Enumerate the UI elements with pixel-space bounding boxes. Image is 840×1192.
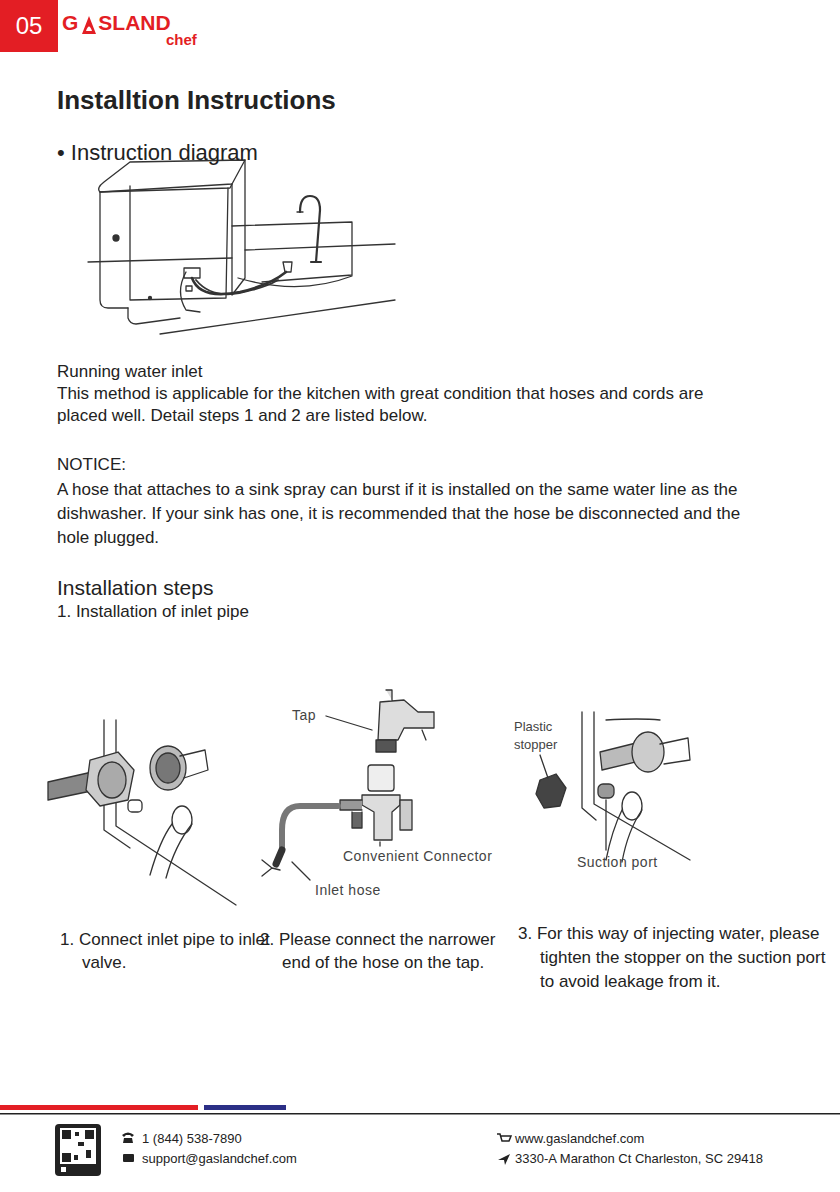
step-text: 2. Please connect the narrower end of th… (260, 928, 497, 974)
inlet-valve (184, 268, 200, 278)
counter-back-edge (88, 244, 395, 262)
panel-edge (116, 720, 236, 905)
port (186, 286, 192, 291)
faucet (300, 196, 321, 262)
page-number: 05 (16, 12, 43, 40)
paragraph: A hose that attaches to a sink spray can… (57, 478, 777, 550)
qr-frame (55, 1124, 101, 1176)
inlet-valve (150, 746, 186, 790)
connector-outlet (340, 800, 362, 810)
part-label: Tap (292, 707, 316, 723)
logo-text: SLAND (98, 11, 170, 35)
logo-text: G (62, 11, 78, 35)
dishwasher-front (100, 192, 128, 308)
leader-line (379, 842, 380, 846)
tap-spout (422, 730, 426, 740)
drain-outlet (172, 806, 192, 834)
step-text: 3. For this way of injecting water, plea… (518, 922, 840, 994)
contact-phone: 1 (844) 538-7890 (142, 1131, 242, 1146)
cart-icon (497, 1134, 511, 1141)
convenient-connector (362, 795, 400, 840)
footer-rule (0, 1113, 840, 1115)
drain-hose (196, 280, 278, 294)
dishwasher-edge (100, 184, 232, 192)
page-number-badge: 05 (0, 0, 58, 52)
suction-port (128, 800, 142, 812)
plastic-stopper (536, 774, 566, 808)
logo-flame (82, 16, 96, 34)
phone-icon (122, 1133, 134, 1144)
subheading: 1. Installation of inlet pipe (57, 602, 249, 622)
contact-email: support@gaslandchef.com (142, 1151, 297, 1166)
inlet-hose (192, 272, 286, 294)
hose-nut (262, 860, 280, 876)
footer-blue-bar (204, 1105, 286, 1110)
inlet-valve-core (156, 753, 180, 783)
qr-pattern (62, 1130, 94, 1162)
suction-port (598, 784, 614, 798)
part-label: Suction port (577, 854, 658, 870)
inlet-hose (282, 806, 338, 850)
connector-clip (400, 800, 412, 830)
pipe-nut-face (98, 762, 126, 798)
notice-heading: NOTICE: (57, 455, 126, 475)
panel-top (606, 719, 660, 720)
faucet-spout (297, 211, 303, 212)
drain-hose (150, 824, 192, 878)
step-text: 1. Connect inlet pipe to inlet valve. (60, 928, 272, 974)
leader-line (540, 755, 548, 778)
leader-line (326, 716, 372, 730)
mail-icon (123, 1154, 134, 1162)
logo-subtext: chef (166, 31, 197, 48)
pipe-nut (632, 732, 664, 772)
subheading: Running water inlet (57, 362, 203, 382)
connector-valve (352, 812, 362, 828)
sink (232, 222, 352, 282)
leader-line (605, 800, 606, 850)
page-title: Installtion Instructions (57, 85, 336, 116)
part-label: Plastic stopper (514, 718, 578, 754)
part-label: Convenient Connector (343, 848, 492, 864)
dishwasher-door (130, 186, 228, 300)
connector-top (368, 765, 394, 791)
power-cord (181, 272, 201, 312)
tap-valve (283, 262, 292, 272)
sink-bowl (238, 276, 352, 287)
counter-front-edge (160, 300, 395, 334)
dishwasher-side (232, 160, 245, 295)
valve-stub (180, 750, 208, 778)
valve-stub (660, 738, 690, 764)
section-heading: • Instruction diagram (57, 140, 258, 166)
part-label: Inlet hose (315, 882, 381, 898)
pipe-nut (86, 752, 134, 806)
section-heading: Installation steps (57, 576, 213, 600)
contact-website: www.gaslandchef.com (515, 1131, 644, 1146)
qr-code (60, 1128, 96, 1164)
dot (149, 297, 152, 300)
paragraph: This method is applicable for the kitche… (57, 383, 757, 427)
qr-mark (61, 1167, 66, 1172)
contact-address: 3330-A Marathon Ct Charleston, SC 29418 (515, 1151, 763, 1166)
hose-end (276, 850, 282, 864)
tap (378, 690, 434, 740)
footer-red-bar (0, 1105, 198, 1110)
dishwasher-base (128, 308, 180, 324)
location-icon (498, 1154, 510, 1165)
dishwasher-knob (113, 235, 119, 241)
panel-edge (594, 712, 690, 860)
tap-thread (376, 740, 396, 752)
leader-line (292, 862, 310, 880)
